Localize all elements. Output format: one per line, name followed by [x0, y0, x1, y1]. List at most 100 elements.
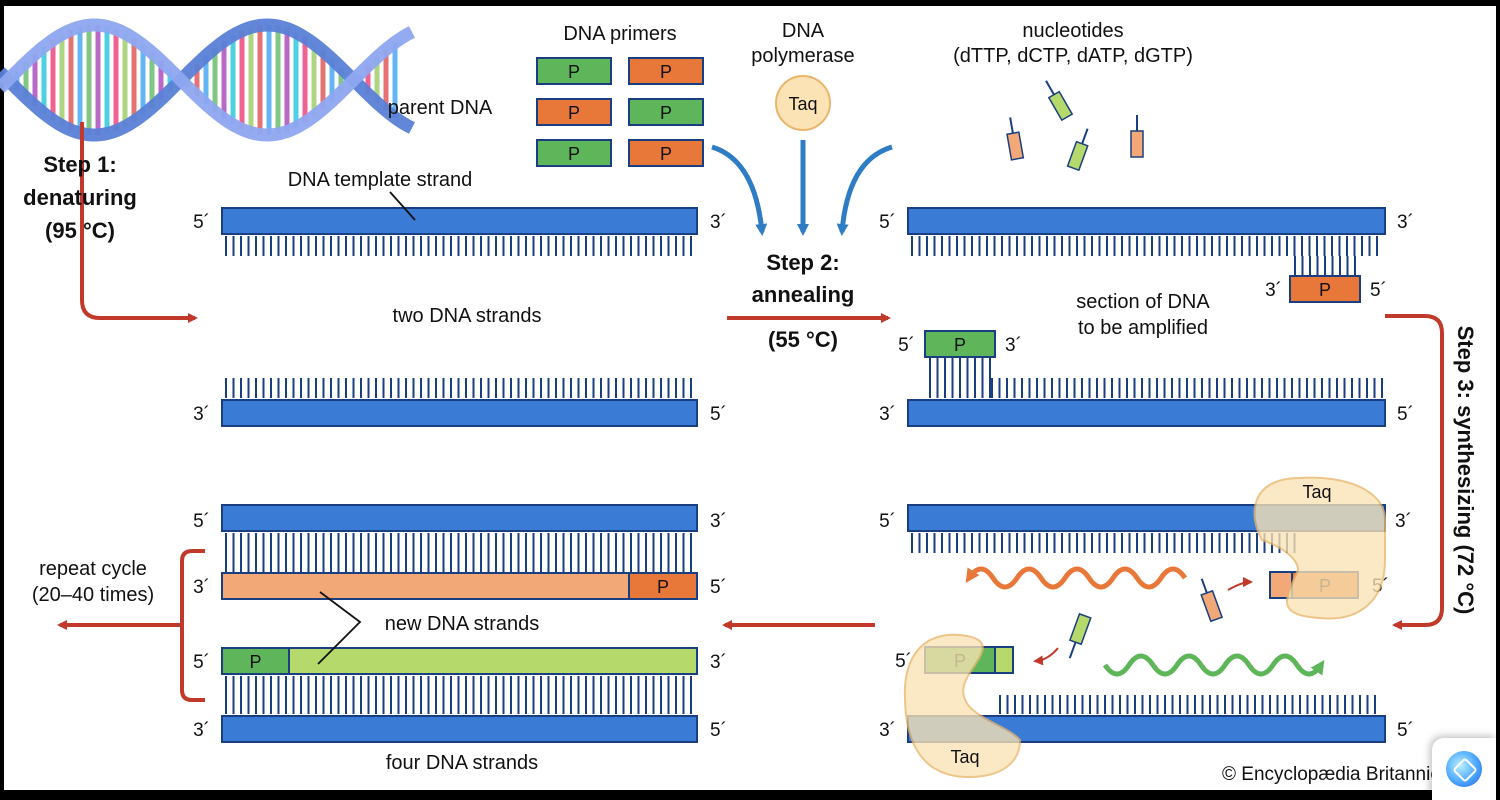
result-new-green-strand [288, 647, 698, 675]
strand-end-label: 5´ [879, 212, 896, 233]
base-ticks [225, 236, 692, 256]
step1-arrow [80, 122, 198, 323]
polymerase-label-2: polymerase [751, 45, 854, 67]
strand-end-label: 3´ [710, 511, 727, 532]
strand-end-label: 3´ [193, 577, 210, 598]
nucleotide-icon [1006, 117, 1025, 161]
template-callout [389, 191, 416, 221]
strand-end-label: 5´ [193, 511, 210, 532]
template-strand-top [221, 207, 698, 235]
strand-end-label: 3´ [710, 212, 727, 233]
template-strand-label: DNA template strand [288, 169, 473, 191]
strand-end-label: 3´ [193, 404, 210, 425]
nucleotide-body [1006, 131, 1025, 161]
primer-block [628, 57, 704, 85]
section-label-1: section of DNA [1076, 291, 1210, 313]
primer-label: P [954, 335, 966, 355]
strand-end-label: 3´ [1397, 212, 1414, 233]
nucleotides-label-1: nucleotides [1022, 20, 1123, 42]
strand-end-label: 3´ [879, 404, 896, 425]
strand-end-label: 5´ [710, 577, 727, 598]
nucleotide-icon [1130, 115, 1144, 158]
base-ticks [1294, 256, 1356, 276]
parent-dna-helix [0, 18, 415, 142]
four-strands-label: four DNA strands [386, 752, 538, 774]
two-strands-label: two DNA strands [393, 305, 542, 327]
primer-label: P [660, 62, 672, 82]
new-strands-callout [317, 591, 362, 665]
step2-name: annealing [752, 282, 855, 307]
taq-label: Taq [950, 747, 979, 767]
nucleotide-icon [1066, 128, 1089, 172]
result-strand-4 [221, 715, 698, 743]
primer-label: P [660, 144, 672, 164]
primer-label: P [568, 144, 580, 164]
nucleotide-icon [1045, 80, 1074, 122]
green-synthesis-wave [1102, 653, 1325, 677]
step1-temp: (95 °C) [45, 218, 115, 243]
strand-end-label: 3´ [879, 720, 896, 741]
strand-end-label: 5´ [710, 404, 727, 425]
green-new-strand-start [994, 646, 1014, 674]
dna-strands: 5´3´3´5´P5´3´3´5´P5´3´3´5´5´3´P5´P5´3´5´… [193, 207, 1414, 743]
step2-title: Step 2: [766, 250, 839, 275]
nucleotides-label-2: (dTTP, dCTP, dATP, dGTP) [953, 45, 1193, 67]
orange-synthesis-wave [965, 566, 1188, 590]
nucleotide-tail [1009, 117, 1014, 134]
step1-name: denaturing [23, 185, 137, 210]
result-new-orange-strand [221, 572, 630, 600]
primer-label: P [568, 62, 580, 82]
base-ticks [911, 236, 1378, 256]
free-nucleotides [1006, 80, 1144, 172]
green-primer-annealed [924, 330, 996, 358]
base-ticks [929, 357, 991, 398]
primer-label: P [1319, 280, 1331, 300]
template-strand-bottom [221, 399, 698, 427]
strand-end-label: 5´ [710, 720, 727, 741]
strand-end-label: 3´ [1265, 280, 1282, 301]
incoming-nucleotides [1033, 577, 1253, 666]
assistant-sparkle-icon [1446, 751, 1482, 787]
taq-enzyme-bottom [903, 633, 1022, 779]
repeat-label-1: repeat cycle [39, 558, 147, 580]
primers-label: DNA primers [563, 23, 676, 45]
orange-primer-annealed [1289, 275, 1361, 303]
assistant-button[interactable] [1432, 738, 1496, 800]
base-ticks [225, 676, 692, 714]
strand-end-label: 3´ [193, 720, 210, 741]
repeat-label-2: (20–40 times) [32, 584, 154, 606]
annealed-strand-top [907, 207, 1386, 235]
strand-end-label: 3´ [1005, 335, 1022, 356]
step2-temp: (55 °C) [768, 327, 838, 352]
result-strand-1 [221, 504, 698, 532]
new-strands-label: new DNA strands [385, 613, 540, 635]
text-labels: Step 1: denaturing (95 °C) Step 2: annea… [23, 20, 1478, 785]
repeat-bracket [180, 549, 205, 702]
base-ticks [911, 533, 1296, 553]
base-ticks [225, 378, 692, 398]
taq-enzyme-top [1253, 476, 1386, 620]
copyright-label: © Encyclopædia Britannic [1222, 764, 1440, 785]
primer-label: P [249, 652, 261, 672]
result-orange-primer [628, 572, 698, 600]
primer-block [536, 139, 612, 167]
primer-block [536, 98, 612, 126]
primer-block [628, 98, 704, 126]
strand-end-label: 5´ [1370, 280, 1387, 301]
step1-title: Step 1: [43, 152, 116, 177]
nucleotide-body [1130, 130, 1144, 158]
primer-block [536, 57, 612, 85]
base-ticks [999, 695, 1376, 714]
backbone-b [0, 18, 415, 142]
strand-end-label: 5´ [193, 212, 210, 233]
strand-end-label: 5´ [898, 335, 915, 356]
base-ticks [225, 533, 692, 572]
strand-end-label: 5´ [879, 511, 896, 532]
nucleotide-body [1047, 90, 1074, 122]
callout-lines [317, 191, 416, 665]
parent-dna-label: parent DNA [388, 97, 493, 119]
